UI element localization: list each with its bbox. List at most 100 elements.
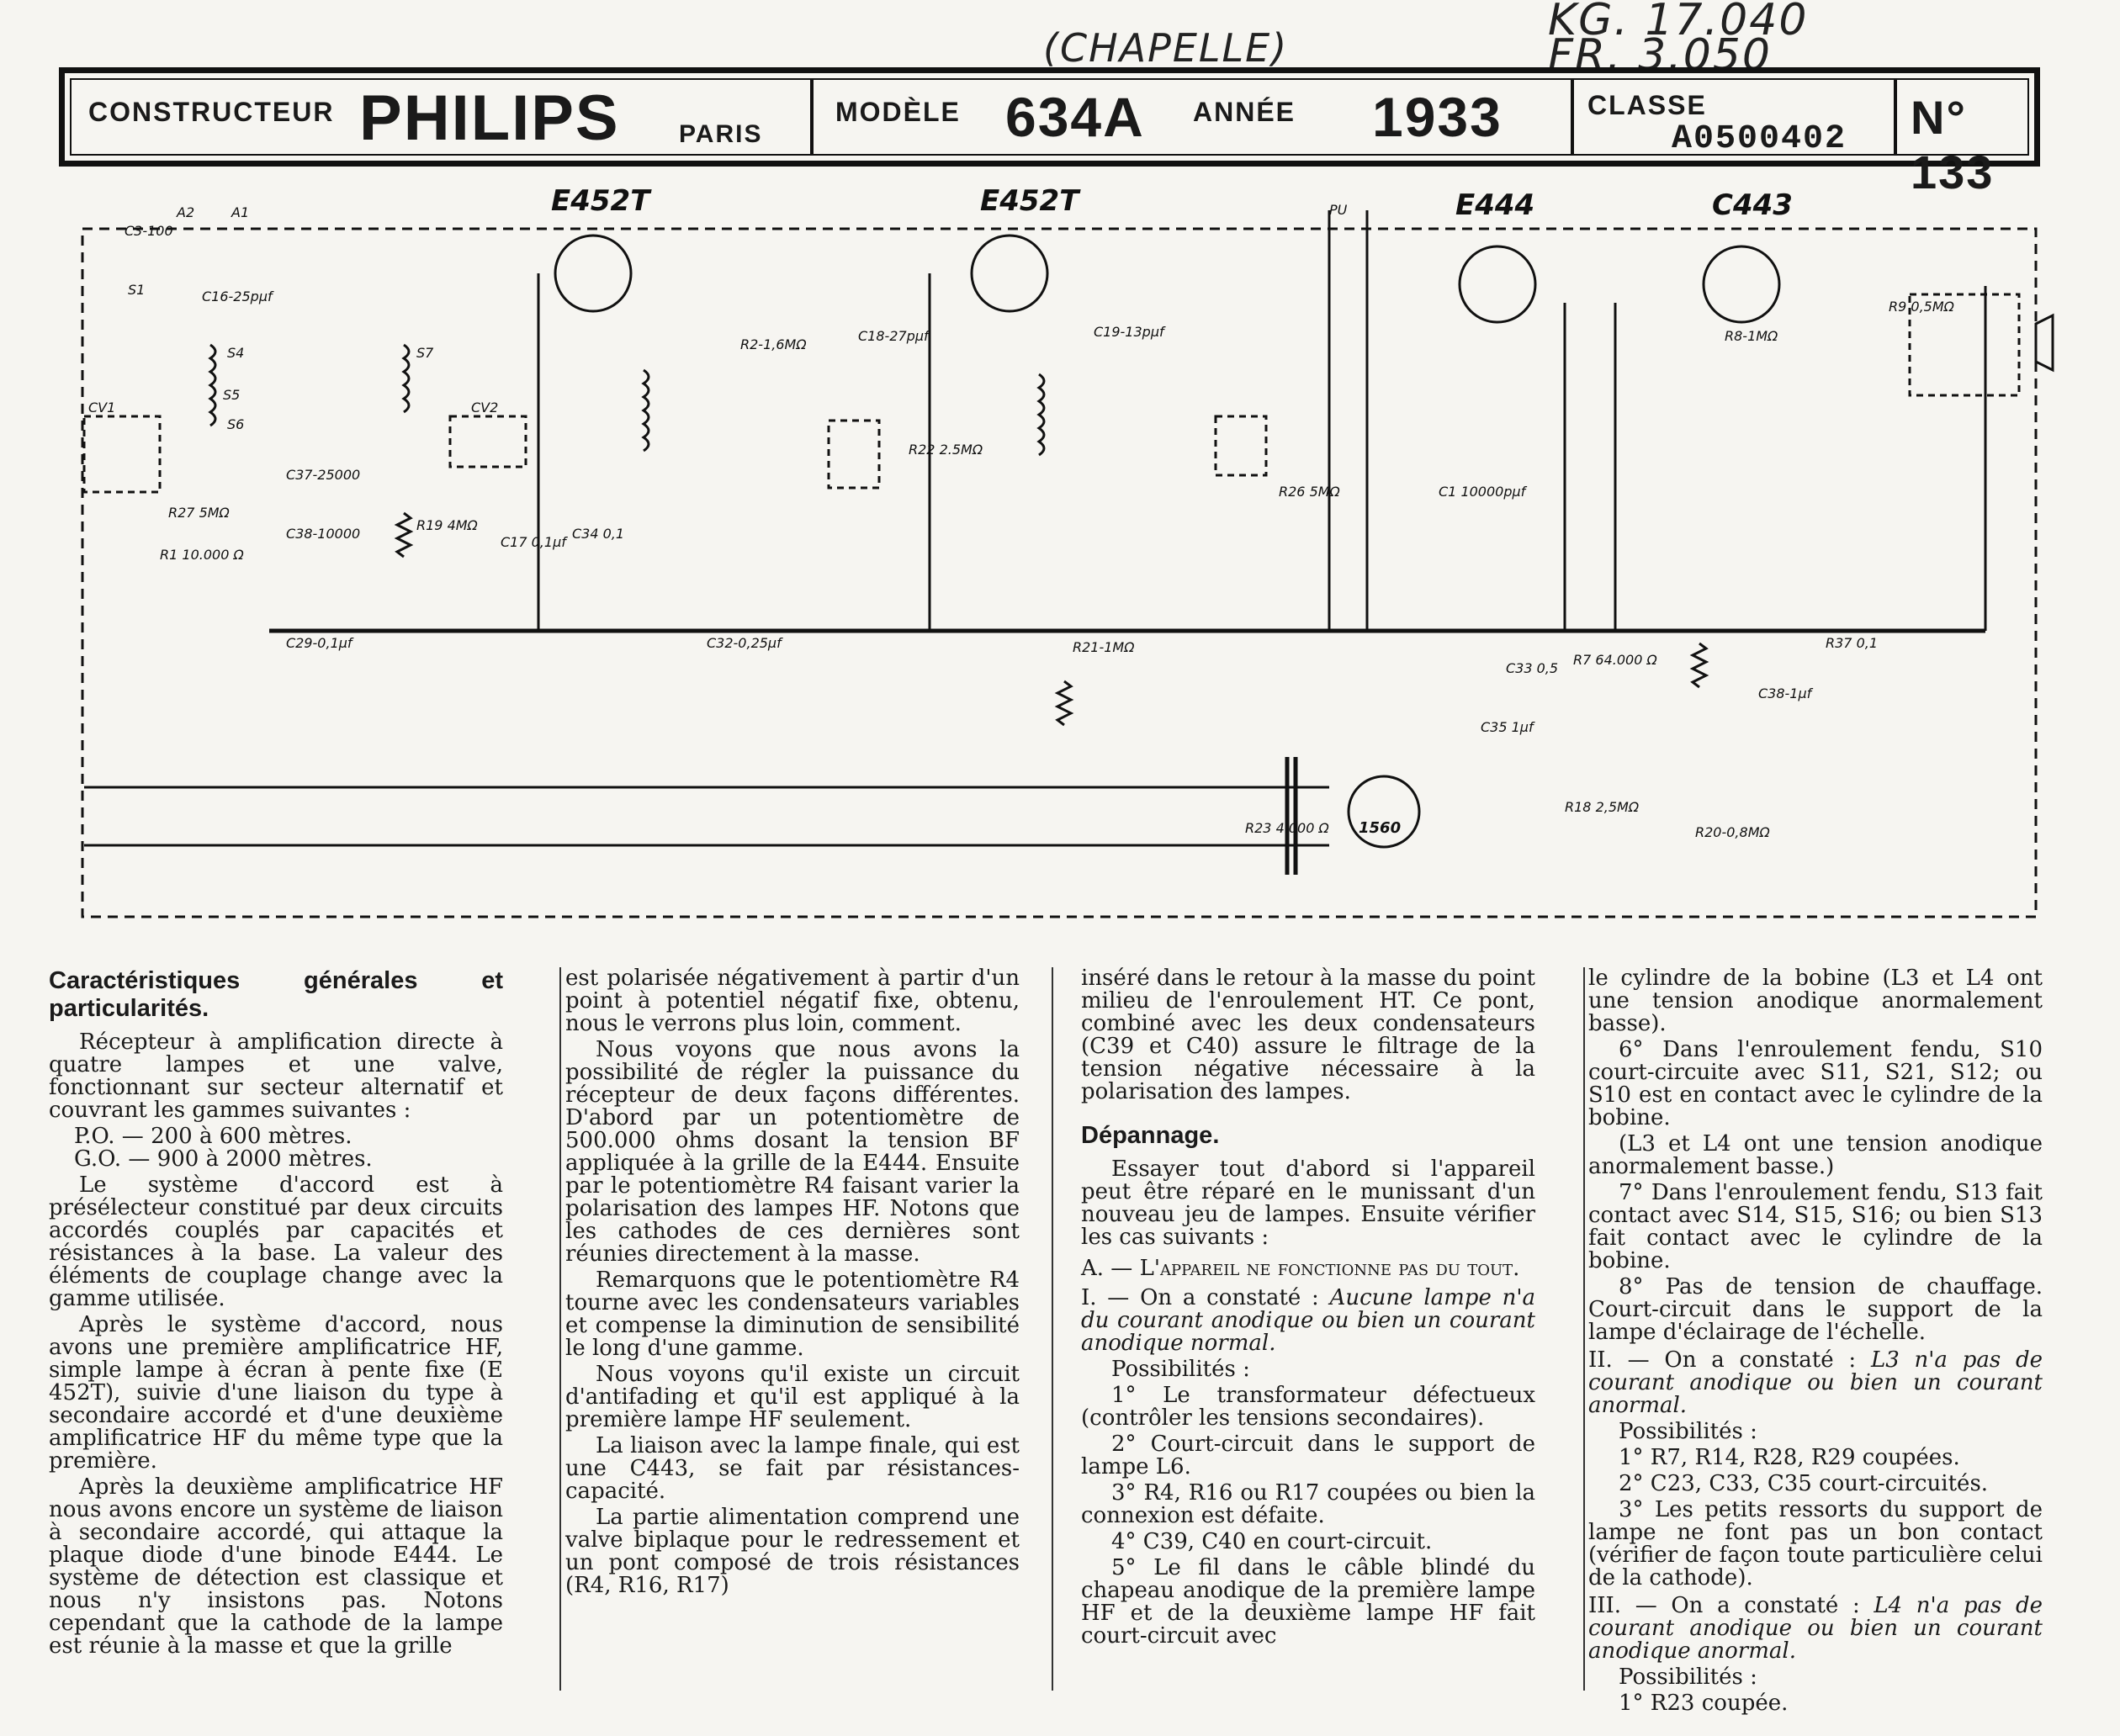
paragraph: Nous voyons qu'il existe un circuit d'an… (565, 1362, 1020, 1432)
classe-cell: CLASSE A0500402 (1571, 80, 1897, 158)
paragraph: Après la deuxième amplificatrice HF nous… (49, 1474, 503, 1659)
terminal-label: A2 (176, 204, 194, 220)
component-label: R18 2,5MΩ (1565, 799, 1640, 815)
component-label: R1 10.000 Ω (160, 547, 244, 563)
component-label: R23 4.000 Ω (1245, 820, 1329, 836)
annee-label: ANNÉE (1193, 97, 1296, 127)
component-label: S7 (416, 345, 434, 361)
component-label: R37 0,1 (1826, 635, 1878, 651)
component-label: R9 0,5MΩ (1889, 299, 1955, 315)
list-item: 2° C23, C33, C35 court-circuités. (1619, 1471, 1989, 1496)
component-label: R22 2.5MΩ (909, 442, 983, 458)
tube-label: E452T (551, 184, 652, 218)
numero-value: N° 133 (1911, 91, 1995, 198)
component-label: C32-0,25μf (707, 635, 783, 651)
annee-value: 1933 (1372, 86, 1503, 148)
list-item: 8° Pas de tension de chauffage. Court-ci… (1588, 1274, 2043, 1345)
case-heading: A. — L'appareil ne fonctionne pas du tou… (1081, 1256, 1520, 1281)
paragraph: Récepteur à amplification directe à quat… (49, 1029, 503, 1123)
column-rule (1052, 967, 1053, 1691)
case-text: L4 n'a pas de courant anodique ou bien u… (1588, 1593, 2043, 1664)
paragraph: G.O. — 900 à 2000 mètres. (74, 1146, 373, 1172)
text-column-2: est polarisée négativement à partir d'un… (565, 967, 1020, 1601)
modele-label: MODÈLE (835, 97, 961, 127)
component-label: C18-27pμf (858, 328, 930, 344)
component-label: R7 64.000 Ω (1573, 652, 1657, 668)
case-label: III. — On a constaté : (1588, 1593, 1860, 1618)
component-label: C19-13pμf (1094, 324, 1166, 340)
paragraph: Après le système d'accord, nous avons un… (49, 1312, 503, 1474)
list-item: 4° C39, C40 en court-circuit. (1111, 1529, 1433, 1554)
component-label: C34 0,1 (572, 526, 624, 542)
paragraph: Remarquons que le potentiomètre R4 tourn… (565, 1268, 1020, 1361)
tube-label: 1560 (1359, 819, 1401, 837)
brand-name: PHILIPS (359, 82, 620, 154)
classe-value: A0500402 (1672, 120, 1847, 158)
list-item: 3° Les petits ressorts du support de lam… (1588, 1497, 2043, 1590)
tube-label: E452T (980, 184, 1081, 218)
component-label: C35 1μf (1481, 719, 1535, 735)
section-title: Caractéristiques générales et particular… (49, 967, 503, 1022)
list-item: 5° Le fil dans le câble blindé du chapea… (1081, 1555, 1535, 1649)
paragraph: Possibilités : (1619, 1419, 1757, 1444)
paragraph: P.O. — 200 à 600 mètres. (74, 1124, 352, 1149)
component-label: S6 (227, 416, 244, 432)
component-label: R26 5MΩ (1279, 484, 1341, 500)
classe-label: CLASSE (1587, 90, 1707, 120)
city-label: PARIS (679, 120, 763, 148)
case-text: Aucune lampe n'a du courant anodique ou … (1081, 1285, 1535, 1356)
modele-cell: MODÈLE 634A ANNÉE 1933 (810, 80, 1574, 154)
handwritten-note: KG. 17.040 (1548, 0, 1809, 45)
component-label: C1 10000pμf (1439, 484, 1528, 500)
component-label: S4 (227, 345, 244, 361)
component-label: S5 (223, 387, 240, 403)
component-label: R27 5MΩ (168, 505, 231, 521)
terminal-label: PU (1329, 202, 1348, 218)
circuit-schematic: E452T E452T E444 C443 1560 A2 A1 PU C3-1… (81, 184, 2054, 918)
component-label: CV1 (88, 400, 115, 415)
list-item: 1° R23 coupée. (1619, 1691, 1789, 1716)
column-rule (559, 967, 561, 1691)
handwritten-notes: (CHAPELLE) KG. 17.040 FR. 3.050 (1043, 0, 1969, 93)
component-label: R20-0,8MΩ (1695, 824, 1771, 840)
text-column-4: le cylindre de la bobine (L3 et L4 ont u… (1588, 967, 2043, 1718)
list-item: (L3 et L4 ont une tension anodique anorm… (1588, 1131, 2043, 1179)
component-label: C3-100 (125, 223, 173, 239)
case-text: L3 n'a pas de courant anodique ou bien u… (1588, 1347, 2043, 1418)
paragraph: Nous voyons que nous avons la possibilit… (565, 1037, 1020, 1267)
component-label: C16-25pμf (202, 288, 274, 304)
list-item: 6° Dans l'enroulement fendu, S10 court-c… (1588, 1037, 2043, 1130)
case-label: II. — On a constaté : (1588, 1347, 1857, 1373)
numero-cell: N° 133 (1894, 80, 2027, 198)
component-label: C33 0,5 (1506, 660, 1558, 676)
constructeur-label: CONSTRUCTEUR (88, 97, 335, 127)
list-item: 2° Court-circuit dans le support de lamp… (1081, 1432, 1535, 1479)
paragraph: Possibilités : (1619, 1665, 1757, 1690)
component-label: CV2 (471, 400, 498, 415)
text-column-3: inséré dans le retour à la masse du poin… (1081, 967, 1535, 1651)
component-label: C38-1μf (1758, 685, 1814, 701)
component-label: C17 0,1μf (501, 534, 568, 550)
section-title: Dépannage. (1081, 1122, 1220, 1149)
tube-label: C443 (1712, 188, 1793, 222)
component-label: C37-25000 (286, 467, 360, 483)
text-column-1: Caractéristiques générales et particular… (49, 967, 503, 1661)
handwritten-note: (CHAPELLE) (1043, 25, 1289, 71)
paragraph: La partie alimentation comprend une valv… (565, 1505, 1020, 1598)
component-label: R8-1MΩ (1725, 328, 1778, 344)
paragraph: inséré dans le retour à la masse du poin… (1081, 966, 1535, 1104)
constructeur-cell: CONSTRUCTEUR PHILIPS PARIS (72, 80, 814, 154)
paragraph: le cylindre de la bobine (L3 et L4 ont u… (1588, 966, 2043, 1036)
list-item: 1° Le transformateur défectueux (contrôl… (1081, 1383, 1535, 1431)
modele-value: 634A (1005, 86, 1145, 148)
list-item: 7° Dans l'enroulement fendu, S13 fait co… (1588, 1180, 2043, 1273)
paragraph: est polarisée négativement à partir d'un… (565, 966, 1020, 1036)
column-rule (1583, 967, 1585, 1691)
list-item: 3° R4, R16 ou R17 coupées ou bien la con… (1081, 1480, 1535, 1528)
paragraph: Essayer tout d'abord si l'appareil peut … (1081, 1156, 1535, 1250)
tube-label: E444 (1455, 188, 1534, 222)
case-label: I. — On a constaté : (1081, 1285, 1319, 1310)
component-label: R19 4MΩ (416, 517, 479, 533)
terminal-label: A1 (231, 204, 249, 220)
component-label: R21-1MΩ (1073, 639, 1135, 655)
